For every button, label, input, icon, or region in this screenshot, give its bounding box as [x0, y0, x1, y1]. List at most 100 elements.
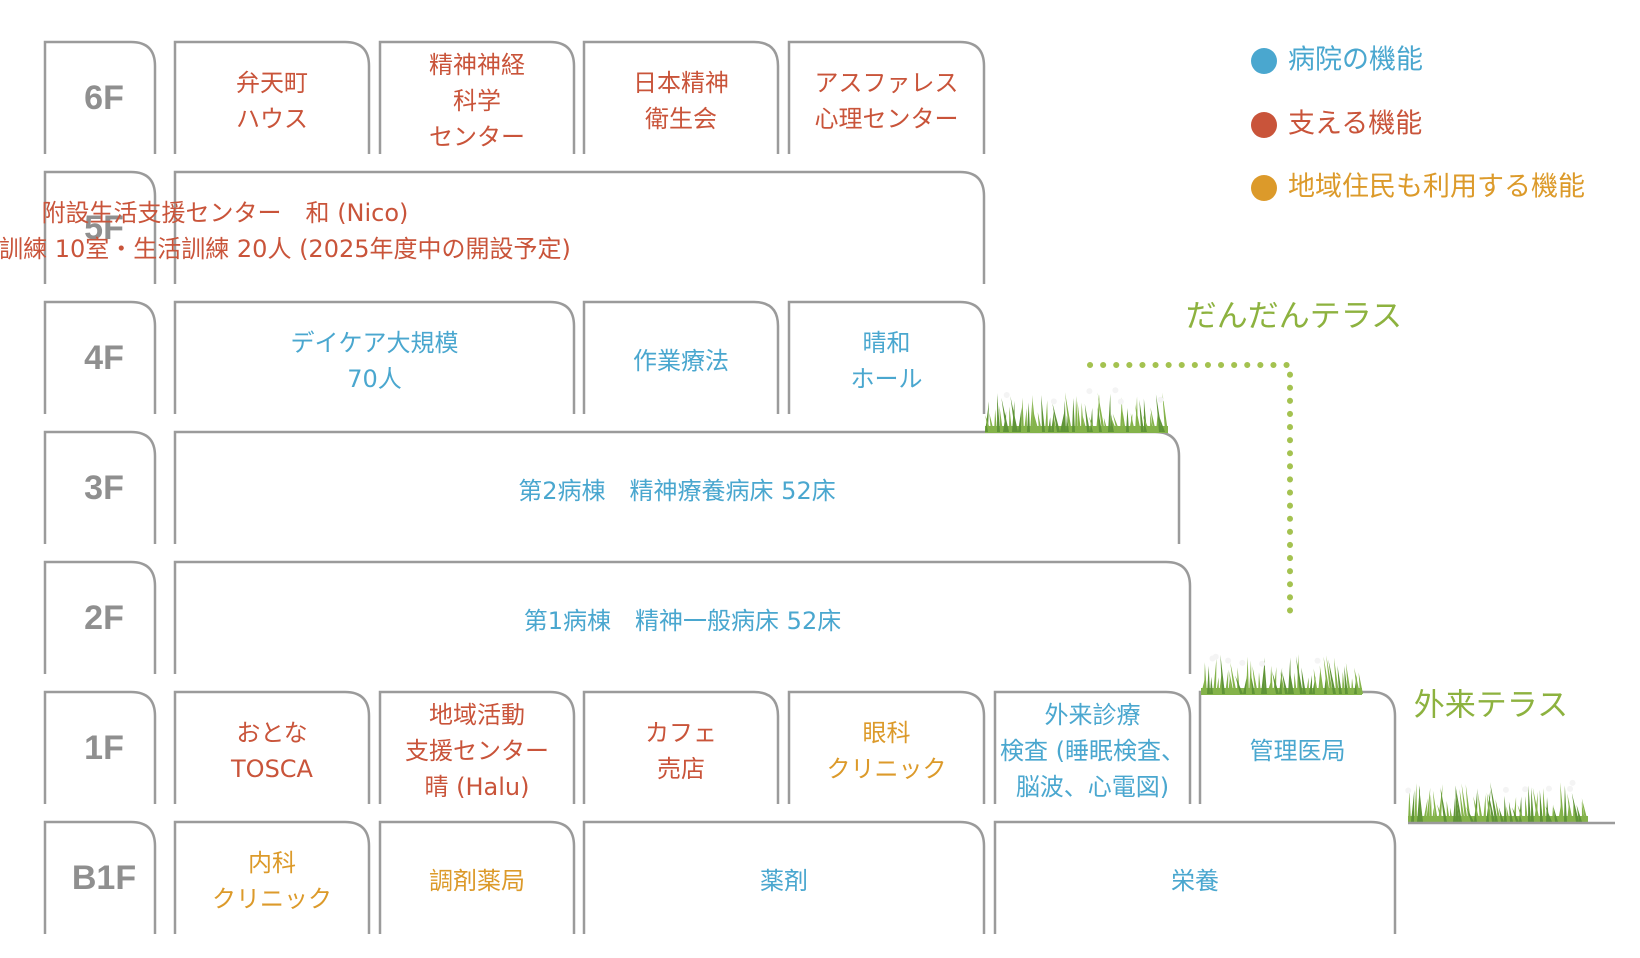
room-label-line: ハウス	[236, 105, 308, 133]
room-outline	[582, 820, 986, 934]
room-label-line: 晴和	[863, 329, 911, 357]
room-outline	[378, 820, 576, 934]
room-label-line: 栄養	[1171, 867, 1219, 895]
legend-label-community: 地域住民も利用する機能	[1288, 172, 1585, 203]
room-outline	[173, 560, 1192, 674]
room-outline	[993, 820, 1397, 934]
room-label-line: デイケア大規模	[291, 329, 459, 357]
room-outline	[787, 300, 986, 414]
room-label-line: 弁天町	[236, 69, 308, 97]
dandan-terrace-label: だんだんテラス	[1186, 299, 1402, 335]
room-label-line: センター	[429, 123, 525, 151]
room-outline	[582, 300, 780, 414]
room-outline	[787, 40, 986, 154]
room-label-line: 眼科	[863, 719, 911, 747]
room-label-line: 薬剤	[760, 867, 808, 895]
room-label-line: カフェ	[645, 719, 717, 747]
room-label-line: 衛生会	[645, 105, 717, 133]
floor-label-box	[43, 820, 157, 934]
floor-label-box	[43, 430, 157, 544]
room-label-line: TOSCA	[230, 755, 314, 783]
floor-label-box	[43, 690, 157, 804]
room: 調剤薬局	[378, 820, 576, 934]
room-label-line: 作業療法	[633, 347, 729, 375]
room: 第1病棟 精神一般病床 52床	[173, 560, 1192, 674]
floor-label: B1F	[72, 859, 136, 897]
room-outline	[173, 170, 986, 284]
room-label-line: 外来診療	[1045, 701, 1141, 729]
room-outline	[378, 40, 576, 154]
room-outline	[993, 690, 1192, 804]
legend-marker-support	[1251, 112, 1277, 138]
floor-label: 1F	[84, 729, 124, 767]
floor-label: 2F	[84, 599, 124, 637]
room: 附設生活支援センター 和 (Nico) 宿泊型自立訓練 10室・生活訓練 20人 …	[0, 170, 986, 284]
room-label-line: おとな	[236, 719, 307, 747]
room-outline	[173, 40, 371, 154]
room-label-line: 検査 (睡眠検査、	[1000, 737, 1185, 765]
room-label-line: 支援センター	[405, 737, 549, 765]
room-outline	[173, 300, 576, 414]
terrace-connector-dotted-line	[1087, 362, 1293, 615]
room-outline	[582, 690, 780, 804]
room-label-line: 内科	[248, 849, 296, 877]
room-label-line: ホール	[851, 365, 923, 393]
legend-label-hospital: 病院の機能	[1288, 45, 1423, 76]
floor-label-box	[43, 560, 157, 674]
room-label-line: 管理医局	[1250, 737, 1346, 765]
room-label-line: 調剤薬局	[429, 867, 525, 895]
room-label-line: 第2病棟 精神療養病床 52床	[518, 477, 835, 505]
room-label-line: 心理センター	[815, 105, 959, 133]
room: 薬剤	[582, 820, 986, 934]
room-outline	[173, 820, 371, 934]
legend-marker-community	[1251, 175, 1277, 201]
floor-label: 3F	[84, 469, 124, 507]
floor-label: 5F	[84, 209, 124, 247]
room-label-line: 晴 (Halu)	[425, 773, 530, 801]
room: 栄養	[993, 820, 1397, 934]
legend: 病院の機能 支える機能 地域住民も利用する機能	[1251, 45, 1585, 203]
grass-tuft	[1405, 779, 1588, 823]
room-outline	[787, 690, 986, 804]
floor-f2: 2F 第1病棟 精神一般病床 52床	[43, 560, 1192, 674]
room-label-line: クリニック	[827, 755, 947, 783]
room-label-line: 日本精神	[633, 69, 729, 97]
floor-label-box	[43, 170, 157, 284]
room-label-line: 脳波、心電図)	[1016, 773, 1169, 801]
room-label-line: 宿泊型自立訓練 10室・生活訓練 20人 (2025年度中の開設予定)	[0, 235, 571, 263]
room-outline	[378, 690, 576, 804]
room: デイケア大規模 70人	[173, 300, 576, 414]
room: 第2病棟 精神療養病床 52床	[173, 430, 1181, 544]
room-label-line: アスファレス	[815, 69, 959, 97]
room-label-line: 売店	[657, 755, 705, 783]
gairai-terrace-label: 外来テラス	[1414, 688, 1568, 724]
floor-label-box	[43, 300, 157, 414]
room-label-line: クリニック	[212, 885, 332, 913]
room: 管理医局	[1198, 690, 1397, 804]
room: おとな TOSCA	[173, 690, 371, 804]
room-label-line: 精神神経	[429, 51, 525, 79]
room: 作業療法	[582, 300, 780, 414]
grass-decorations	[985, 387, 1615, 825]
room-label-line: 附設生活支援センター 和 (Nico)	[42, 199, 409, 227]
room-label-line: 70人	[347, 365, 402, 393]
room-label-line: 第1病棟 精神一般病床 52床	[524, 607, 841, 635]
legend-label-support: 支える機能	[1288, 109, 1422, 140]
room-outline	[173, 690, 371, 804]
room-label-line: 地域活動	[429, 701, 525, 729]
